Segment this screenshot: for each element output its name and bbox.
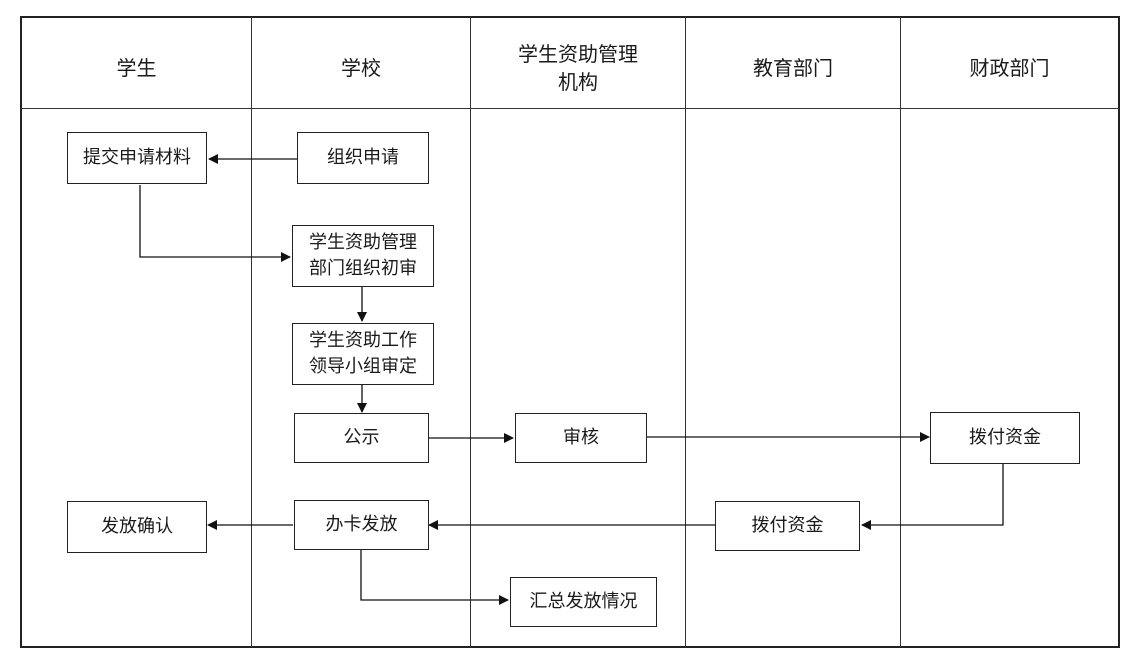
node-summary: 汇总发放情况 [510,577,657,627]
node-initial-review: 学生资助管理 部门组织初审 [292,225,434,287]
header-divider [20,108,1120,109]
node-label: 发放确认 [101,516,173,537]
node-label: 提交申请材料 [83,147,191,168]
node-label: 拨付资金 [751,515,824,536]
lane-header-student: 学生 [116,56,157,80]
lane-header-aid-agency: 学生资助管理 机构 [518,42,638,94]
node-label: 拨付资金 [969,427,1041,448]
node-issue-card: 办卡发放 [294,500,429,550]
node-label: 组织申请 [327,147,399,168]
node-finance-allocate: 拨付资金 [930,412,1080,464]
node-label: 汇总发放情况 [529,591,638,612]
lane-divider [470,16,471,648]
node-education-allocate: 拨付资金 [715,501,860,551]
lane-divider [251,16,252,648]
diagram-frame [20,16,1120,648]
node-publicize: 公示 [294,413,429,463]
node-label: 办卡发放 [325,514,398,535]
lane-divider [900,16,901,648]
lane-header-school: 学校 [341,56,381,80]
node-submit-application: 提交申请材料 [67,132,207,184]
lane-header-education-dept: 教育部门 [753,56,833,80]
node-label: 审核 [563,427,599,448]
lane-divider [685,16,686,648]
lane-header-finance-dept: 财政部门 [969,56,1050,80]
node-confirm-issuance: 发放确认 [67,501,207,553]
node-audit: 审核 [515,413,647,463]
node-label: 学生资助管理 部门组织初审 [309,232,417,279]
node-leader-review: 学生资助工作 领导小组审定 [292,323,434,385]
node-label: 公示 [343,427,380,448]
node-organize-application: 组织申请 [297,132,429,184]
node-label: 学生资助工作 领导小组审定 [309,330,417,377]
arrow-submit-to-initial-review [139,185,291,262]
arrow-finance-to-education [861,464,1004,530]
arrow-issue-to-summary [360,550,509,605]
